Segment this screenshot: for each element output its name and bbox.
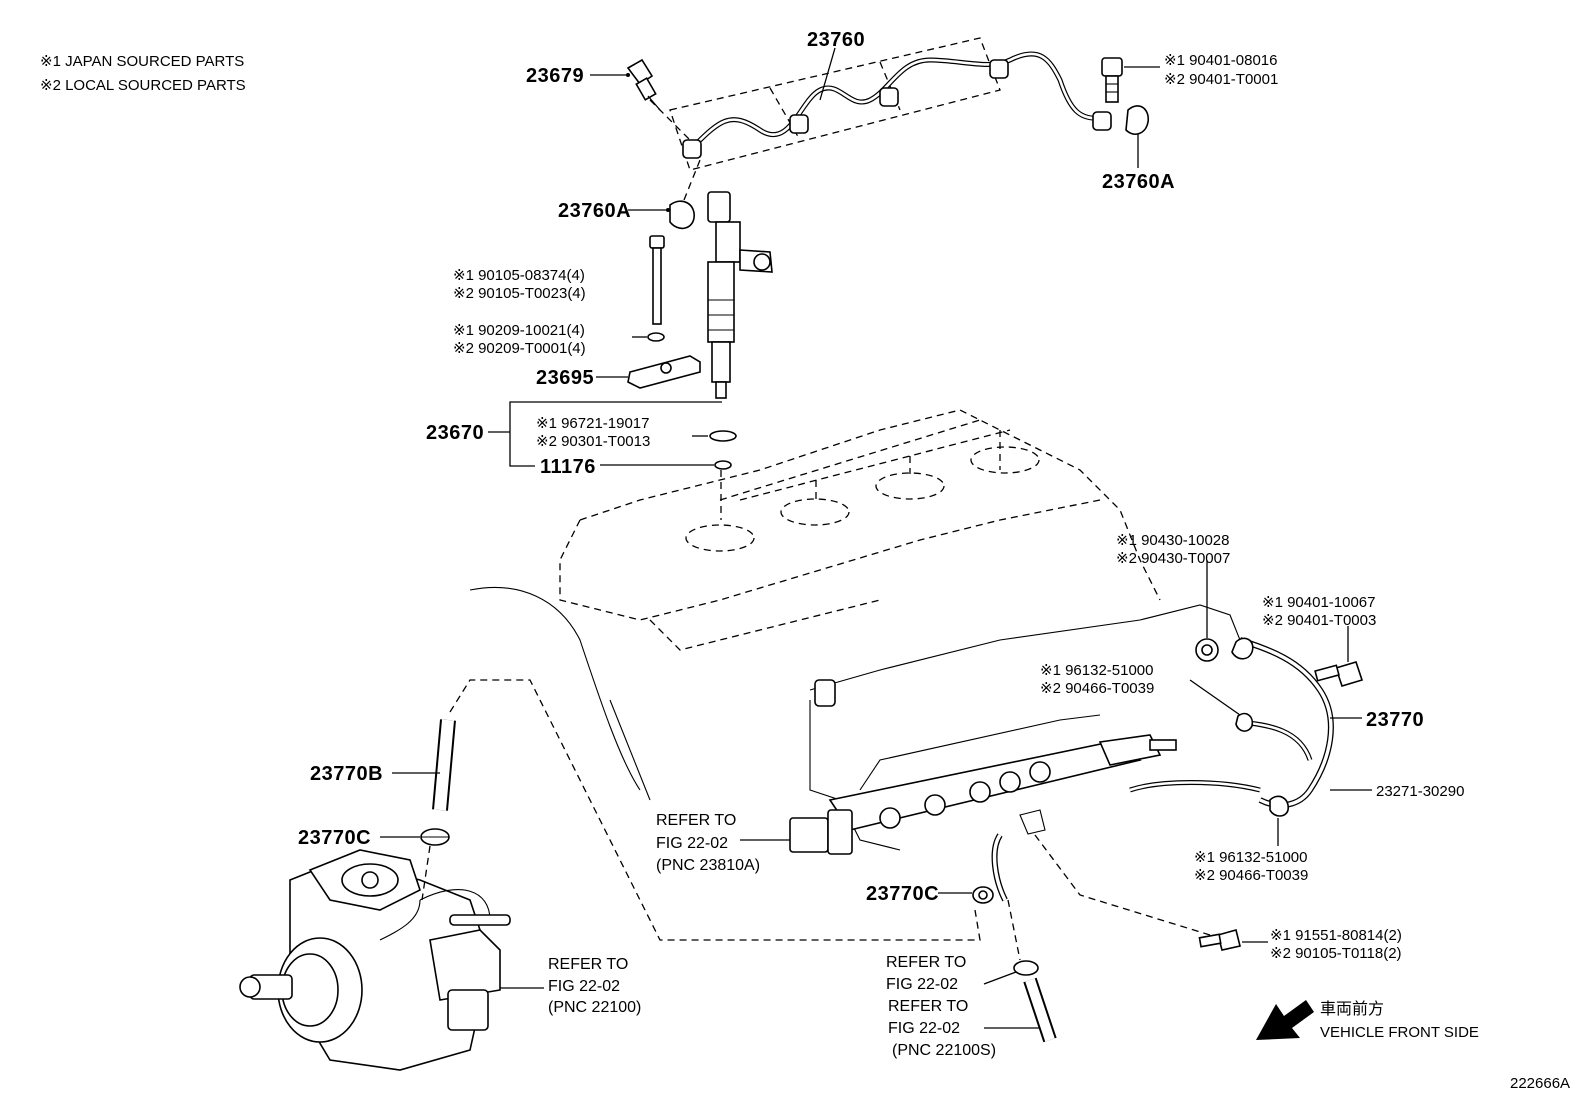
label-90430-10028: ※1 90430-10028 <box>1116 532 1230 549</box>
injector-23670 <box>707 191 773 399</box>
label-96132-51000-upper: ※1 96132-51000 <box>1040 662 1154 679</box>
label-23679: 23679 <box>526 65 584 87</box>
label-90401-T0001: ※2 90401-T0001 <box>1164 71 1278 88</box>
label-90105-T0023: ※2 90105-T0023(4) <box>453 285 586 302</box>
direction-en: VEHICLE FRONT SIDE <box>1320 1024 1479 1041</box>
ref-pump-line3: (PNC 22100) <box>548 999 641 1016</box>
label-23770C-mid: 23770C <box>866 883 939 905</box>
ref-pump-line1: REFER TO <box>548 956 628 973</box>
label-90105-T0118: ※2 90105-T0118(2) <box>1270 945 1402 962</box>
bolt-91551 <box>1198 929 1241 951</box>
label-90466-T0039-upper: ※2 90466-T0039 <box>1040 680 1154 697</box>
label-23770B: 23770B <box>310 763 383 785</box>
label-90430-T0007: ※2 90430-T0007 <box>1116 550 1230 567</box>
label-96721-19017: ※1 96721-19017 <box>536 415 650 432</box>
return-hose-lower <box>991 833 1008 902</box>
bolt-90401-08016 <box>1101 57 1123 103</box>
clip-23770C-left <box>420 828 450 846</box>
direction-jp: 車両前方 <box>1320 1000 1384 1018</box>
label-11176: 11176 <box>540 456 596 478</box>
common-rail-assembly <box>789 604 1241 855</box>
label-90105-08374: ※1 90105-08374(4) <box>453 267 585 284</box>
gasket-11176 <box>714 460 732 470</box>
vehicle-front-arrow-icon <box>1256 1000 1314 1040</box>
ref-rail-line1: REFER TO <box>656 812 736 829</box>
label-96132-51000-lower: ※1 96132-51000 <box>1194 849 1308 866</box>
clamp-23695 <box>627 355 701 389</box>
bolt-23679 <box>626 58 661 111</box>
o-ring-96721 <box>709 430 737 442</box>
ref-pump-line2: FIG 22-02 <box>548 978 620 995</box>
figure-id: 222666A <box>1510 1075 1570 1092</box>
label-90401-10067: ※1 90401-10067 <box>1262 594 1376 611</box>
bolt-90401-10067 <box>1314 661 1364 687</box>
label-23760A-left: 23760A <box>558 200 631 222</box>
label-90401-T0003: ※2 90401-T0003 <box>1262 612 1376 629</box>
clip-96132-upper <box>1235 712 1254 732</box>
label-91551-80814: ※1 91551-80814(2) <box>1270 927 1402 944</box>
ref-hose2-line2: FIG 22-02 <box>888 1020 960 1037</box>
ref-hose1-line2: FIG 22-02 <box>886 976 958 993</box>
ref-hose2-line1: REFER TO <box>888 998 968 1015</box>
label-90401-08016: ※1 90401-08016 <box>1164 52 1278 69</box>
note-japan-sourced: ※1 JAPAN SOURCED PARTS <box>40 53 244 70</box>
return-pipe-23770 <box>1129 637 1334 809</box>
clip-23770C-mid <box>972 886 994 904</box>
label-23271-30290: 23271-30290 <box>1376 783 1464 800</box>
hose-23770B <box>432 719 456 811</box>
injection-pipe-23760 <box>669 37 1112 171</box>
label-90209-T0001: ※2 90209-T0001(4) <box>453 340 586 357</box>
ref-hose1-line1: REFER TO <box>886 954 966 971</box>
label-23670: 23670 <box>426 422 484 444</box>
clip-96132-lower <box>1269 795 1289 817</box>
bolt-90105-08374 <box>649 235 665 325</box>
label-23770C-left: 23770C <box>298 827 371 849</box>
clamp-hose-lower <box>1013 960 1039 976</box>
washer-90209 <box>647 332 665 342</box>
label-23770: 23770 <box>1366 709 1424 731</box>
label-23760: 23760 <box>807 29 865 51</box>
gasket-90430 <box>1195 638 1219 662</box>
clamp-23760A-right <box>1125 105 1150 135</box>
ref-rail-line2: FIG 22-02 <box>656 835 728 852</box>
label-90301-T0013: ※2 90301-T0013 <box>536 433 650 450</box>
supply-pump <box>239 849 511 1071</box>
label-23760A-right: 23760A <box>1102 171 1175 193</box>
label-23695: 23695 <box>536 367 594 389</box>
label-90466-T0039-lower: ※2 90466-T0039 <box>1194 867 1308 884</box>
label-90209-10021: ※1 90209-10021(4) <box>453 322 585 339</box>
clamp-23760A-left <box>669 200 695 230</box>
ref-rail-line3: (PNC 23810A) <box>656 857 760 874</box>
ref-hose2-line3: (PNC 22100S) <box>892 1042 996 1059</box>
note-local-sourced: ※2 LOCAL SOURCED PARTS <box>40 77 246 94</box>
engine-head-outline <box>469 409 1161 801</box>
